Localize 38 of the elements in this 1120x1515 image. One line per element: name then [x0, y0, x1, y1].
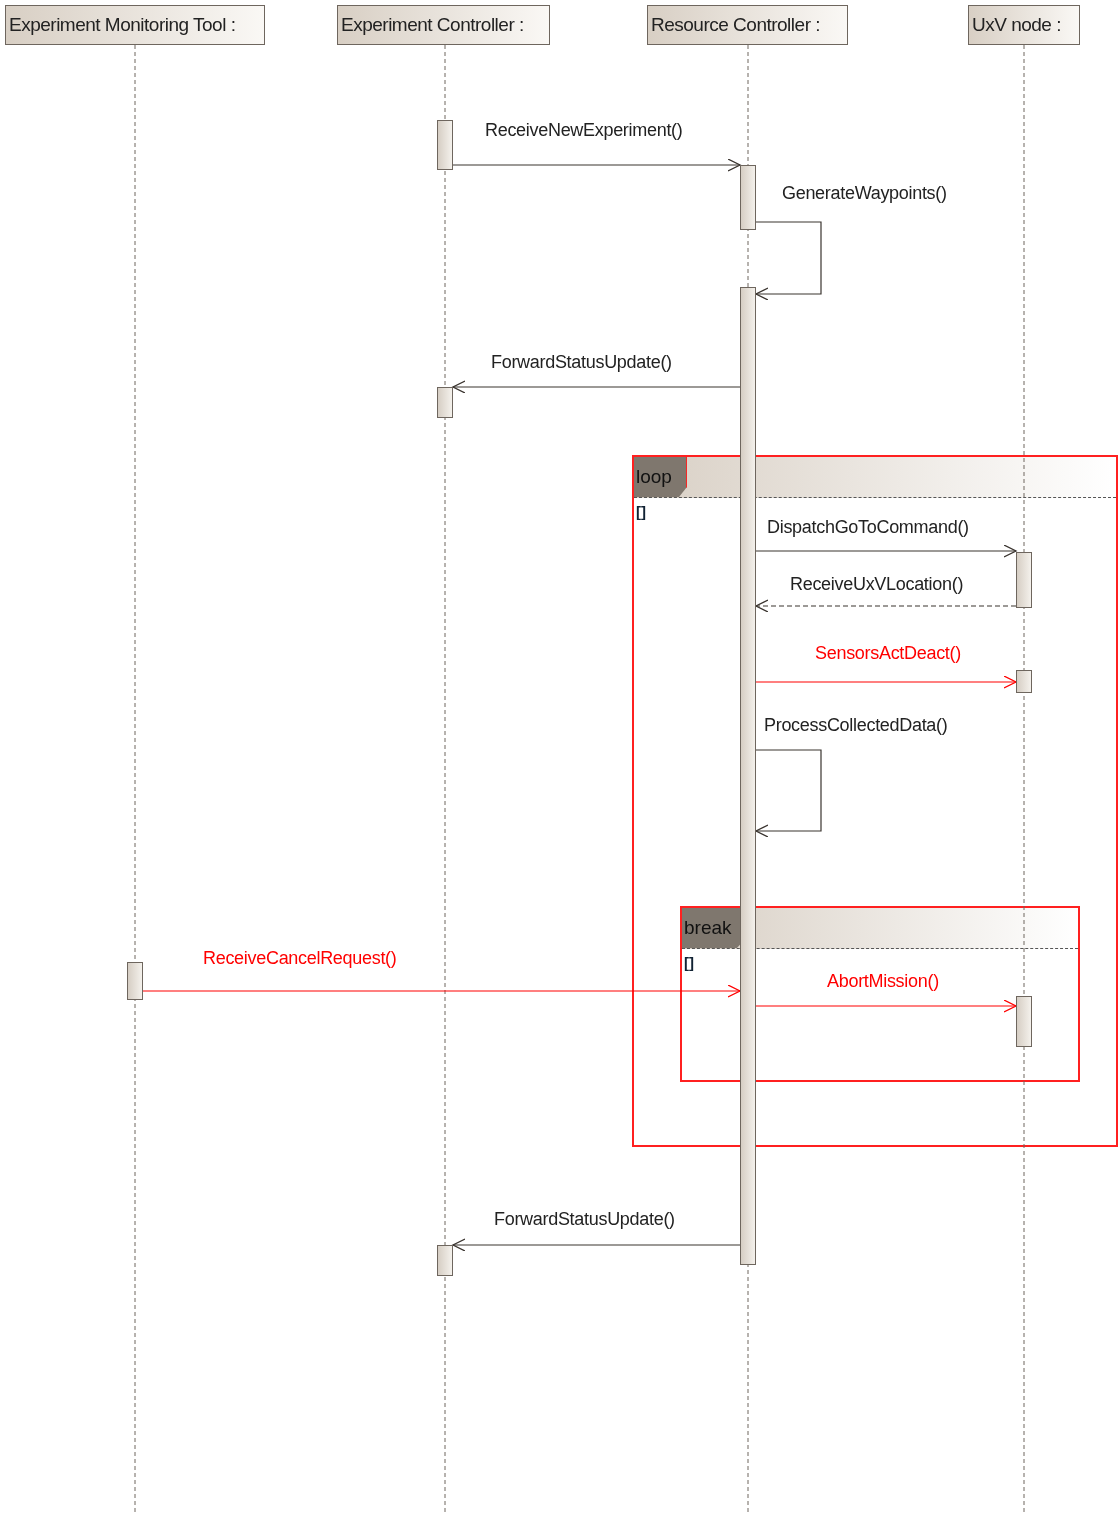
activation-bar: [1016, 552, 1032, 608]
activation-bar: [1016, 996, 1032, 1047]
activation-bar: [1016, 670, 1032, 693]
message-label: GenerateWaypoints(): [782, 183, 947, 204]
message-label: AbortMission(): [827, 971, 939, 992]
message-arrow: [142, 984, 741, 998]
message-label: SensorsActDeact(): [815, 643, 961, 664]
guard-label: []: [636, 503, 646, 520]
activation-bar: [127, 962, 143, 1000]
message-label: DispatchGoToCommand(): [767, 517, 969, 538]
message-label: ReceiveNewExperiment(): [485, 120, 683, 141]
message-arrow: [755, 544, 1017, 558]
message-arrow: [755, 221, 822, 301]
fragment-frame: [680, 906, 1080, 1082]
activation-bar: [437, 1245, 453, 1276]
message-arrow: [452, 380, 741, 394]
participant-box: Resource Controller :: [647, 5, 848, 45]
message-arrow: [755, 749, 822, 838]
activation-bar: [740, 287, 756, 1265]
participant-box: Experiment Controller :: [337, 5, 550, 45]
activation-bar: [437, 120, 453, 170]
message-arrow: [755, 999, 1017, 1013]
message-label: ReceiveCancelRequest(): [203, 948, 397, 969]
message-arrow: [755, 599, 1017, 613]
message-label: ReceiveUxVLocation(): [790, 574, 964, 595]
message-arrow: [755, 675, 1017, 689]
message-arrow: [452, 158, 741, 172]
activation-bar: [437, 387, 453, 418]
message-arrow: [452, 1238, 741, 1252]
activation-bar: [740, 165, 756, 230]
message-label: ForwardStatusUpdate(): [494, 1209, 675, 1230]
participant-box: Experiment Monitoring Tool :: [5, 5, 265, 45]
guard-label: []: [684, 954, 694, 971]
operator-tab: loop: [634, 457, 687, 497]
fragment-frame: [632, 455, 1118, 1147]
message-label: ProcessCollectedData(): [764, 715, 948, 736]
message-label: ForwardStatusUpdate(): [491, 352, 672, 373]
participant-box: UxV node :: [968, 5, 1080, 45]
